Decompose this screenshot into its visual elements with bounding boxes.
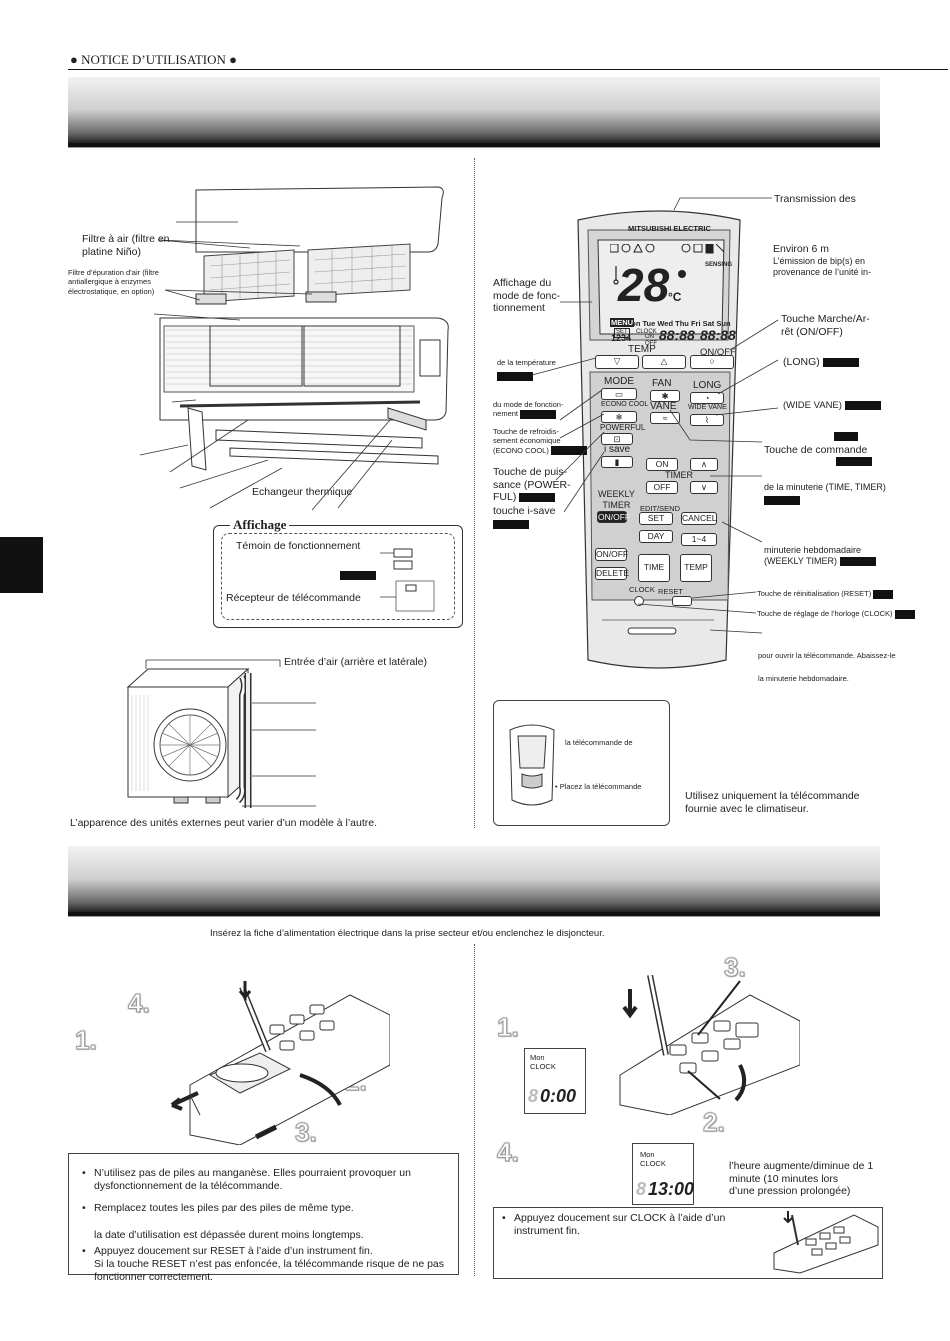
label-lid1: pour ouvrir la télécommande. Abaissez-le [758,651,896,660]
remote-brand: MITSUBISHI ELECTRIC [628,224,711,233]
lcd1-day: Mon [530,1053,545,1062]
lcd2-time: 13:00 [648,1179,694,1201]
note-manganese: N’utilisez pas de piles au manganèse. El… [94,1167,459,1193]
left-step-1: 1. [75,1025,97,1056]
label-distance: Environ 6 m [773,243,829,256]
lcd1-lead: 8 [528,1086,538,1108]
label-transmission: Transmission des [774,193,856,206]
display-panel-sketch [380,545,450,615]
page-side-tab [0,537,43,593]
remote-only-note: Utilisez uniquement la télécommande four… [685,790,860,815]
label-long: (LONG) [783,356,859,369]
redacted-label [340,571,376,580]
lcd1-clock: CLOCK [530,1062,556,1071]
transmitter-leader [660,190,780,220]
label-power-key: Touche Marche/Ar- rêt (ON/OFF) [781,313,870,338]
note-reset: Appuyez doucement sur RESET à l’aide d’u… [94,1245,459,1284]
time-step-note: l’heure augmente/diminue de 1 minute (10… [729,1160,873,1198]
label-widevane: (WIDE VANE) [783,400,881,411]
holder-illustration [502,720,562,820]
redacted-vane [834,432,858,441]
lcd2-day: Mon [640,1150,655,1159]
label-weekly: minuterie hebdomadaire (WEEKLY TIMER) [764,545,876,567]
label-beep: L’émission de bip(s) en provenance de l’… [773,256,871,278]
note-replace: Remplacez toutes les piles par des piles… [94,1202,459,1241]
lcd2-lead: 8 [636,1179,646,1201]
battery-insertion-illustration [150,975,390,1145]
clock-press-mini-illustration [770,1209,880,1274]
outdoor-pipes [238,668,338,818]
redacted-command [836,457,872,466]
left-notes-list: N’utilisez pas de piles au manganèse. El… [82,1167,459,1293]
label-clock: Touche de réglage de l’horloge (CLOCK) [757,609,915,619]
lcd2-clock: CLOCK [640,1159,666,1168]
section2-intro: Insérez la fiche d’alimentation électriq… [210,928,604,939]
right-notes-list: Appuyez doucement sur CLOCK à l’aide d’u… [502,1212,764,1247]
outdoor-note: L’apparence des unités externes peut var… [70,817,377,830]
label-lid2: la minuterie hebdomadaire. [758,674,849,683]
lcd1-time: 0:00 [540,1086,576,1108]
note-clock: Appuyez doucement sur CLOCK à l’aide d’u… [514,1212,764,1238]
label-timer: de la minuterie (TIME, TIMER) [764,482,886,493]
label-operation-indicator: Témoin de fonctionnement [236,540,360,553]
display-box-title: Affichage [230,517,289,533]
divider-dotted-2 [474,944,475,1276]
section-banner-2 [68,846,880,916]
clock-setting-illustration [600,975,800,1115]
right-step-4: 4. [497,1137,519,1168]
indoor-leader-lines [0,0,470,520]
left-step-4: 4. [128,988,150,1019]
divider-dotted-1 [474,158,475,828]
remote-leader-lines [480,280,780,640]
right-step-1: 1. [497,1012,519,1043]
holder-line2: • Placez la télécommande [555,782,641,791]
label-remote-receiver: Récepteur de télécommande [226,592,361,605]
holder-line1: la télécommande de [565,738,633,747]
